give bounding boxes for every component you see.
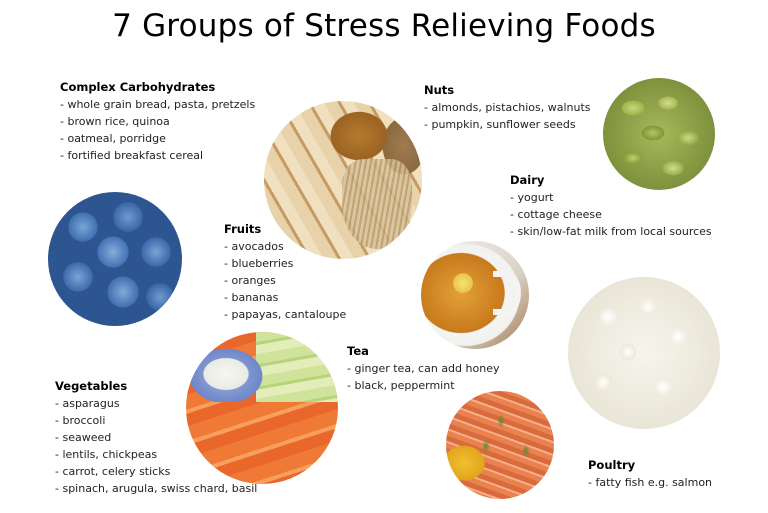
group-heading: Dairy <box>510 173 545 187</box>
list-item: - oatmeal, porridge <box>60 132 166 145</box>
list-item: - almonds, pistachios, walnuts <box>424 101 591 114</box>
list-item: - ginger tea, can add honey <box>347 362 500 375</box>
list-item: - yogurt <box>510 191 554 204</box>
list-item: - carrot, celery sticks <box>55 465 171 478</box>
list-item: - asparagus <box>55 397 120 410</box>
list-item: - lentils, chickpeas <box>55 448 158 461</box>
group-complex-carbohydrates: Complex Carbohydrates - whole grain brea… <box>60 79 255 164</box>
list-item: - cottage cheese <box>510 208 602 221</box>
group-vegetables: Vegetables - asparagus - broccoli - seaw… <box>55 378 257 497</box>
group-dairy: Dairy - yogurt - cottage cheese - skin/l… <box>510 172 712 240</box>
list-item: - oranges <box>224 274 276 287</box>
group-heading: Tea <box>347 344 369 358</box>
group-heading: Fruits <box>224 222 262 236</box>
infographic-title: 7 Groups of Stress Relieving Foods <box>112 8 656 44</box>
group-heading: Nuts <box>424 83 455 97</box>
list-item: - fortified breakfast cereal <box>60 149 204 162</box>
list-item: - seaweed <box>55 431 112 444</box>
group-poultry: Poultry - fatty fish e.g. salmon <box>588 457 712 491</box>
list-item: - bananas <box>224 291 279 304</box>
group-heading: Complex Carbohydrates <box>60 80 216 94</box>
group-heading: Poultry <box>588 458 636 472</box>
pistachio-image <box>603 78 715 190</box>
salmon-image <box>446 391 554 499</box>
list-item: - whole grain bread, pasta, pretzels <box>60 98 256 111</box>
list-item: - black, peppermint <box>347 379 455 392</box>
list-item: - blueberries <box>224 257 294 270</box>
list-item: - skin/low-fat milk from local sources <box>510 225 712 238</box>
group-heading: Vegetables <box>55 379 128 393</box>
group-fruits: Fruits - avocados - blueberries - orange… <box>224 221 346 323</box>
group-nuts: Nuts - almonds, pistachios, walnuts - pu… <box>424 82 591 133</box>
ginger-tea-image <box>421 241 529 349</box>
list-item: - brown rice, quinoa <box>60 115 170 128</box>
list-item: - broccoli <box>55 414 106 427</box>
list-item: - avocados <box>224 240 284 253</box>
list-item: - pumpkin, sunflower seeds <box>424 118 576 131</box>
list-item: - papayas, cantaloupe <box>224 308 347 321</box>
blueberry-image <box>48 192 182 326</box>
list-item: - spinach, arugula, swiss chard, basil <box>55 482 258 495</box>
cottage-cheese-image <box>568 277 720 429</box>
bread-image <box>264 101 422 259</box>
group-tea: Tea - ginger tea, can add honey - black,… <box>347 343 499 394</box>
list-item: - fatty fish e.g. salmon <box>588 476 713 489</box>
vegetable-sticks-image <box>186 332 338 484</box>
